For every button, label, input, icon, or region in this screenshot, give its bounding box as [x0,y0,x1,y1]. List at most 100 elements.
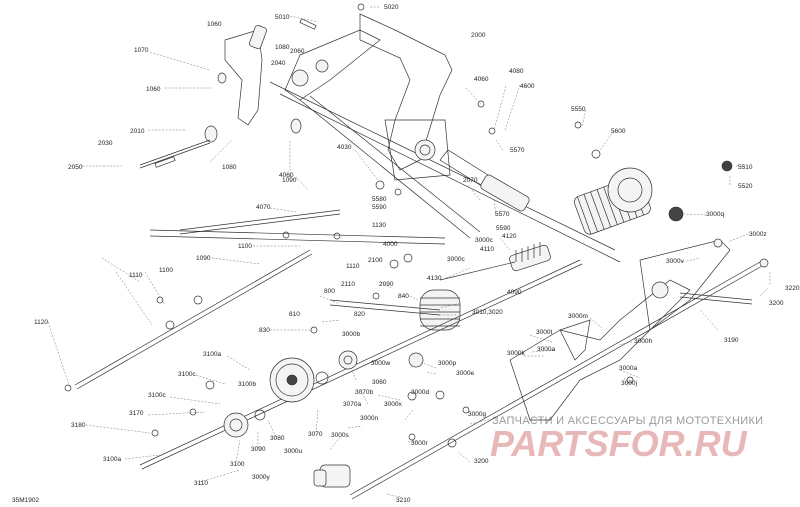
upper-frame-2000 [284,13,453,181]
watermark: ЗАПЧАСТИ И АКСЕССУАРЫ ДЛЯ МОТОТЕХНИКИ PA… [490,415,763,464]
front-arm [139,25,302,169]
callout-label: 2040 [271,60,286,67]
callout-label: 1080 [275,44,290,51]
callout-label: 2060 [290,48,305,55]
callout-label: 2050 [68,164,83,171]
callout-label: 1120 [34,319,48,326]
callout-label: 2070 [463,177,478,184]
callout-label: 5520 [738,183,753,190]
callout-label: 2100 [368,257,383,264]
callout-label: 1060 [207,21,222,28]
callout-label: 3000a [619,365,637,372]
callout-label: 3100b [238,381,256,388]
callout-label: 5580 [372,196,387,203]
callout-label: 1080 [222,164,237,171]
callout-label: 4060 [474,76,489,83]
callout-label: 3100c [148,392,166,399]
callout-label: 4080 [509,68,524,75]
callout-label: 800 [324,288,335,295]
callout-label: 2030 [98,140,113,147]
callout-label: 1130 [372,222,386,229]
callout-label: 3000d [411,389,429,396]
callout-label: 5570 [495,211,510,218]
callout-label: 1110 [346,263,360,270]
callout-label: 3200 [474,458,489,465]
callout-label: 820 [354,311,365,318]
callout-label: 1090 [196,255,211,262]
callout-label: 3000a [537,346,555,353]
callout-label: 3000j [621,380,637,387]
callout-label: 3180 [71,422,86,429]
callout-label: 5550 [571,106,586,113]
callout-label: 3000c [475,237,493,244]
callout-label: 4110 [480,246,494,253]
watermark-tagline: ЗАПЧАСТИ И АКСЕССУАРЫ ДЛЯ МОТОТЕХНИКИ [492,415,763,427]
callout-label: 3170 [129,410,144,417]
callout-label: 3000t [536,329,552,336]
callout-label: 4600 [520,83,535,90]
callout-label: 3220 [785,285,800,292]
callout-label: 5510 [738,164,753,171]
callout-label: 3060 [372,379,387,386]
callout-label: 3000c [447,256,465,263]
callout-label: 5600 [611,128,626,135]
callout-label: 3100 [230,461,245,468]
callout-label: 3000b [342,331,360,338]
callout-label: 3000x [384,401,402,408]
callout-label: 3000r [411,440,428,447]
callout-label: 840 [398,293,409,300]
callout-label: 3000s [331,432,349,439]
callout-label: 3000k [507,350,525,357]
callout-label: 3000p [438,360,456,367]
callout-label: 830 [259,327,270,334]
callout-label: 3000m [568,313,588,320]
suspension-rails [149,81,621,263]
callout-labels: 5010 5020 1060 1070 1080 2060 2040 2000 … [34,4,800,504]
callout-label: 4090 [507,289,522,296]
callout-label: 3000n [360,415,378,422]
callout-label: 4000 [383,241,398,248]
callout-label: 3000e [456,370,474,377]
watermark-brand: PARTSFOR.RU [490,423,748,464]
callout-label: 2010 [130,128,145,135]
lower-spring [329,289,461,331]
callout-label: 5020 [384,4,399,11]
callout-label: 3080 [270,435,285,442]
callout-label: 3000q [706,211,724,218]
callout-label: 1100 [238,243,252,250]
callout-label: 3100c [178,371,196,378]
callout-label: 3000v [666,258,684,265]
callout-label: 1060 [146,86,161,93]
callout-label: 4120 [502,233,517,240]
callout-label: 3200 [769,300,784,307]
callout-label: 1070 [134,47,149,54]
center-shock [439,149,733,235]
callout-label: 3000h [634,338,652,345]
callout-label: 3090 [251,446,266,453]
callout-label: 5590 [372,204,387,211]
callout-label: 3100a [203,351,221,358]
callout-label: 1090 [282,177,297,184]
callout-label: 4030 [337,144,352,151]
callout-label: 5590 [496,225,511,232]
rear-arm [509,238,769,421]
callout-label: 4060 [279,172,294,179]
callout-label: 3210 [396,497,411,504]
callout-label: 3000w [371,360,390,367]
callout-label: 2110 [341,281,355,288]
callout-label: 5010 [275,14,290,21]
callout-label: 3000g [468,411,486,418]
callout-label: 4130 [427,275,442,282]
callout-label: 3000y [252,474,270,481]
callout-label: 2090 [379,281,394,288]
callout-label: 3190 [724,337,739,344]
callout-label: 1100 [159,267,173,274]
hardware [64,3,601,448]
small-shock-4090 [439,242,551,281]
leader-lines [47,6,771,498]
callout-label: 4070 [256,204,271,211]
callout-label: 3000u [284,448,302,455]
callout-label: 2000 [471,32,486,39]
callout-label: 3100a [103,456,121,463]
